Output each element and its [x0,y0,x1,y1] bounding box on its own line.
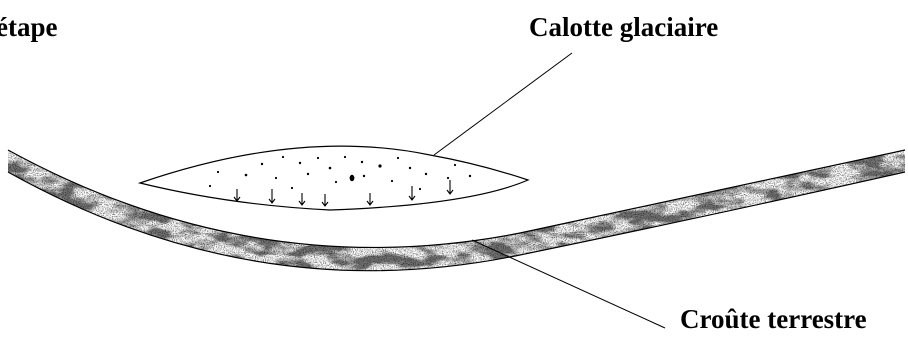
crust-leader-line [472,240,665,328]
ice-cap [140,146,528,210]
stage-label: étape [0,14,57,41]
ice-cap-leader-line [434,53,572,155]
crust-band [0,120,908,320]
crust-label: Croûte terrestre [680,306,867,333]
ice-cap-label: Calotte glaciaire [529,14,718,41]
